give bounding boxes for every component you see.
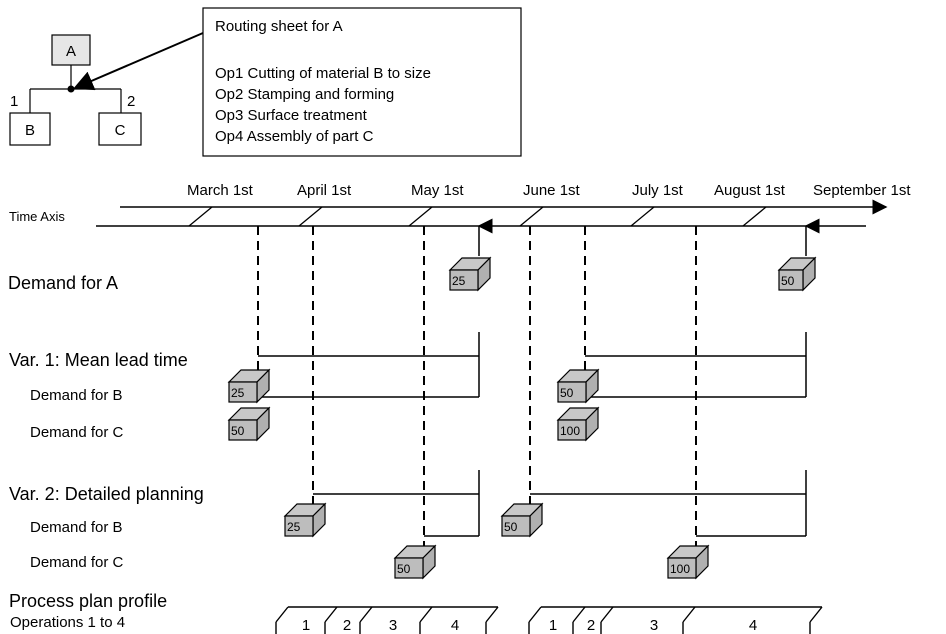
time-axis-label: Time Axis [9, 209, 65, 224]
quantity-box-value: 50 [397, 562, 411, 576]
quantity-box-value: 50 [560, 386, 574, 400]
quantity-box-value: 100 [670, 562, 690, 576]
profile-op-1b: 1 [549, 617, 557, 634]
quantity-box: 25 [283, 502, 327, 538]
bom-node-b-label: B [25, 122, 35, 139]
routing-op-2: Op2 Stamping and forming [215, 86, 394, 103]
bom-qty-c: 2 [127, 93, 135, 110]
month-label-june: June 1st [523, 182, 581, 199]
bom-qty-b: 1 [10, 93, 18, 110]
month-label-april: April 1st [297, 182, 352, 199]
profile-op-4b: 4 [749, 617, 757, 634]
label-var2-title: Var. 2: Detailed planning [9, 484, 204, 504]
quantity-box-value: 25 [452, 274, 466, 288]
routing-title: Routing sheet for A [215, 18, 343, 35]
bom-node-a-label: A [66, 43, 76, 60]
profile-op-3: 3 [389, 617, 397, 634]
lead-time-brackets [258, 218, 820, 537]
quantity-box-value: 25 [231, 386, 245, 400]
label-var2-c: Demand for C [30, 554, 124, 571]
routing-pointer [73, 32, 204, 91]
label-profile-title: Process plan profile [9, 591, 167, 611]
quantity-box-value: 50 [504, 520, 518, 534]
profile-op-4: 4 [451, 617, 459, 634]
quantity-box-value: 50 [781, 274, 795, 288]
profile-labels: 1 2 3 4 1 2 3 4 [302, 617, 757, 634]
bom-tree: A 1 2 B C [9, 32, 204, 146]
routing-sheet: Routing sheet for A Op1 Cutting of mater… [202, 7, 522, 157]
quantity-boxes: 25 50 25 50 50 100 25 50 50 100 [227, 256, 817, 580]
quantity-box: 50 [500, 502, 544, 538]
bom-node-b [9, 112, 51, 146]
label-var2-b: Demand for B [30, 519, 123, 536]
quantity-box: 50 [777, 256, 817, 292]
profile-op-2: 2 [343, 617, 351, 634]
month-label-august: August 1st [714, 182, 786, 199]
quantity-box: 50 [227, 406, 271, 442]
label-var1-c: Demand for C [30, 424, 124, 441]
quantity-box-value: 100 [560, 424, 580, 438]
label-demand-a: Demand for A [8, 273, 118, 293]
quantity-box-value: 25 [287, 520, 301, 534]
profile-op-1: 1 [302, 617, 310, 634]
month-labels: March 1st April 1st May 1st June 1st Jul… [187, 182, 911, 199]
time-axis: Time Axis [9, 199, 888, 227]
month-label-july: July 1st [632, 182, 684, 199]
bom-node-c [98, 112, 142, 146]
quantity-box: 100 [666, 544, 710, 580]
label-var1-b: Demand for B [30, 387, 123, 404]
month-label-may: May 1st [411, 182, 464, 199]
profile-op-3b: 3 [650, 617, 658, 634]
process-plan-profile [275, 606, 823, 634]
label-profile-sub: Operations 1 to 4 [10, 614, 125, 631]
month-label-march: March 1st [187, 182, 254, 199]
routing-op-4: Op4 Assembly of part C [215, 128, 374, 145]
quantity-box: 50 [556, 368, 600, 404]
quantity-box: 100 [556, 406, 600, 442]
quantity-box: 25 [227, 368, 271, 404]
routing-op-1: Op1 Cutting of material B to size [215, 65, 431, 82]
quantity-box-value: 50 [231, 424, 245, 438]
routing-op-3: Op3 Surface treatment [215, 107, 368, 124]
label-var1-title: Var. 1: Mean lead time [9, 350, 188, 370]
bom-node-c-label: C [115, 122, 126, 139]
profile-op-2b: 2 [587, 617, 595, 634]
quantity-box: 25 [448, 256, 492, 292]
bom-node-a [51, 34, 91, 66]
quantity-box: 50 [393, 544, 437, 580]
month-label-september: September 1st [813, 182, 911, 199]
row-labels: Demand for A Var. 1: Mean lead time Dema… [8, 273, 204, 631]
